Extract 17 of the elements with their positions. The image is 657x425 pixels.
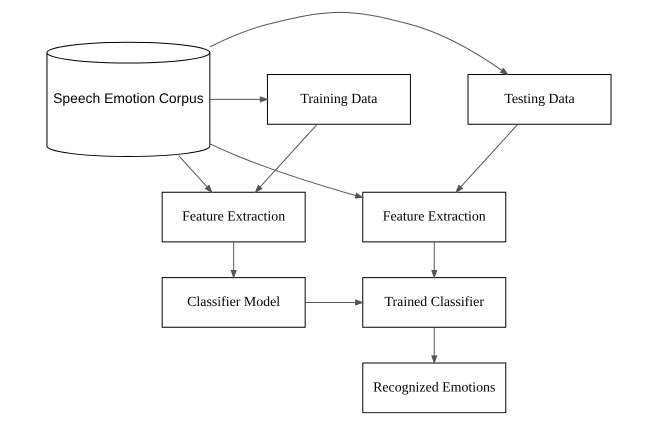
node-box: Recognized Emotions <box>362 362 506 414</box>
arrow <box>454 124 518 194</box>
node-box: Trained Classifier <box>362 277 506 328</box>
arrow <box>254 124 318 194</box>
arrow <box>304 299 364 306</box>
arrow <box>178 155 212 194</box>
arrow <box>208 12 508 76</box>
node-box: Feature Extraction <box>362 192 506 242</box>
arrow <box>209 96 268 103</box>
arrow <box>230 242 236 279</box>
node-box: Classifier Model <box>161 277 306 328</box>
node-box: Feature Extraction <box>161 192 306 242</box>
node-box: Training Data <box>266 74 410 125</box>
node-box: Testing Data <box>467 74 612 125</box>
arrow <box>430 242 437 279</box>
arrow <box>209 143 364 198</box>
arrow <box>430 327 437 364</box>
